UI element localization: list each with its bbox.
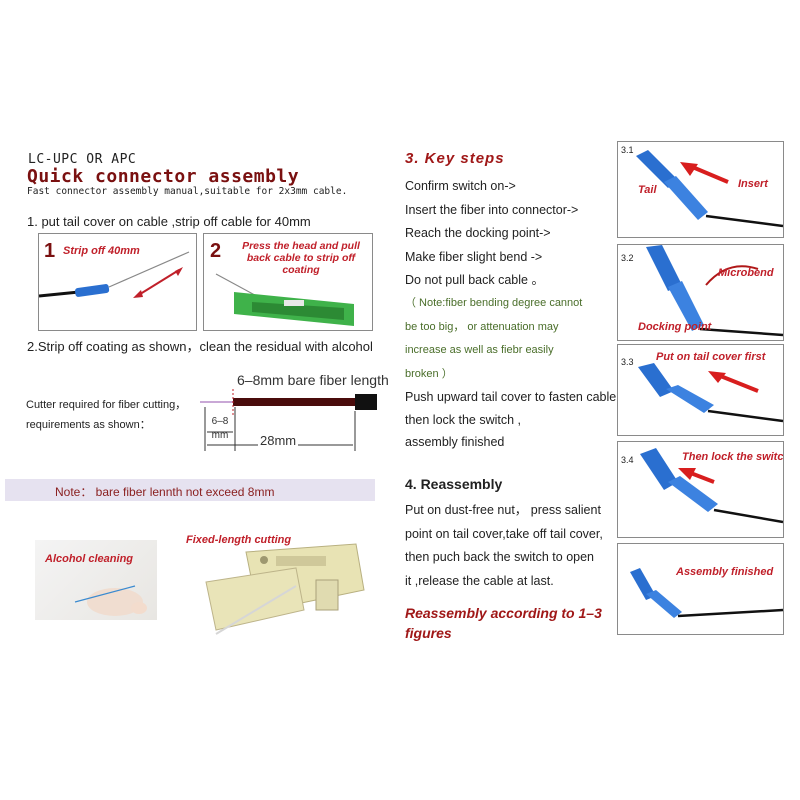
connector-finished-drawing (630, 568, 783, 618)
stripper-tool-drawing (215, 273, 354, 326)
panel-3-2-microbend: 3.2 Docking point Microbend (617, 244, 784, 341)
dimension-small-value: 6–8 (211, 416, 229, 427)
alcohol-cleaning-label: Alcohol cleaning (45, 553, 134, 565)
bending-note-line-3: increase as well as fiebr easily (405, 344, 554, 356)
push-line-1: Push upward tail cover to fasten cable, (405, 390, 620, 404)
panel-number: 3.2 (621, 253, 634, 263)
step-number-2: 2 (210, 240, 222, 262)
panel-label-microbend: Microbend (718, 267, 774, 279)
alcohol-cleaning-photo: Alcohol cleaning (35, 540, 157, 620)
panel-label-docking-point: Docking point (638, 321, 712, 333)
panel-3-3-tail-cover: 3.3 Put on tail cover first (617, 344, 784, 436)
panel-3-4-lock-switch: 3.4 Then lock the switch (617, 441, 784, 538)
cutter-requirement-line2: requirements as shown： (26, 419, 151, 431)
reassembly-line-2: point on tail cover,take off tail cover, (405, 526, 603, 541)
panel-assembly-finished: Assembly finished (617, 543, 784, 635)
push-line-3: assembly finished (405, 435, 505, 449)
note-bar: Note： bare fiber lennth not exceed 8mm (5, 479, 375, 501)
page-title: Quick connector assembly (27, 166, 300, 187)
step-number-1: 1 (44, 240, 56, 262)
bending-note: （ Note:fiber bending degree cannot be to… (405, 292, 582, 386)
step1-text: 1. put tail cover on cable ,strip off ca… (27, 214, 311, 229)
reassembly-line-3: then puch back the switch to open (405, 550, 595, 564)
panel-3-1-insert: 3.1 Tail Insert (617, 141, 784, 238)
connector-tail-cover-drawing (638, 363, 783, 423)
bending-note-line-4: broken ） (405, 367, 453, 380)
fiber-dimension-diagram (200, 389, 377, 451)
connector-lock-drawing (640, 448, 783, 524)
dimension-small-unit: mm (211, 430, 229, 441)
panel-label-insert: Insert (738, 178, 768, 190)
connector-type-label: LC-UPC OR APC (28, 152, 137, 167)
panel-number: 3.4 (621, 455, 634, 465)
reassembly-instructions: Put on dust-free nut， press salient poin… (405, 499, 603, 593)
reassembly-note-line-2: figures (405, 625, 452, 641)
fixed-length-cutting-photo: Fixed-length cutting (186, 530, 376, 635)
strip-caption: Strip off 40mm (63, 245, 140, 257)
dimension-total-length: 28mm (258, 433, 299, 448)
bending-note-line-1: （ Note:fiber bending degree cannot (405, 297, 583, 309)
note-text: Note： bare fiber lennth not exceed 8mm (55, 485, 275, 499)
key-step-4: Make fiber slight bend -> (405, 249, 543, 264)
connector-microbend-drawing (646, 245, 783, 337)
step2-text: 2.Strip off coating as shown，clean the r… (27, 339, 373, 354)
reassembly-title: 4. Reassembly (405, 476, 503, 492)
strip-coating-photo-2: 2 Press the head and pull back cable to … (203, 233, 373, 331)
bending-note-line-2: be too big， or attenuation may (405, 320, 559, 333)
panel-label-put-on-tail-cover: Put on tail cover first (656, 351, 766, 363)
key-steps-title: 3. Key steps (405, 150, 505, 167)
key-steps-list: Confirm switch on-> Insert the fiber int… (405, 175, 578, 293)
reassembly-note-line-1: Reassembly according to 1–3 (405, 605, 602, 621)
panel-label-tail: Tail (638, 184, 657, 196)
key-step-3: Reach the docking point-> (405, 226, 551, 240)
strip-tool-caption-line2: back cable to strip off (246, 252, 356, 264)
panel-number: 3.1 (621, 145, 634, 155)
key-step-2: Insert the fiber into connector-> (405, 202, 579, 217)
panel-number: 3.3 (621, 357, 634, 367)
key-step-1: Confirm switch on-> (405, 179, 516, 193)
push-instructions: Push upward tail cover to fasten cable, … (405, 386, 620, 454)
reassembly-line-1: Put on dust-free nut， press salient (405, 503, 601, 517)
panel-label-assembly-finished: Assembly finished (676, 566, 774, 578)
cutter-requirement-line1: Cutter required for fiber cutting， (26, 399, 187, 411)
push-line-2: then lock the switch , (405, 412, 522, 427)
reassembly-note: Reassembly according to 1–3 figures (405, 603, 602, 643)
strip-tool-caption-line3: coating (282, 264, 320, 276)
fixed-length-cutting-label: Fixed-length cutting (186, 534, 292, 546)
alcohol-swab-drawing (74, 585, 147, 616)
stripped-cable-drawing (39, 251, 190, 298)
panel-label-lock-switch: Then lock the switch (682, 451, 784, 463)
strip-cable-photo-1: 1 Strip off 40mm (38, 233, 197, 331)
key-step-5: Do not pull back cable 。 (405, 273, 544, 287)
bare-fiber-length-label: 6–8mm bare fiber length (237, 372, 389, 388)
cleaver-tool-drawing (205, 543, 365, 635)
strip-tool-caption-line1: Press the head and pull (242, 240, 360, 252)
subtitle: Fast connector assembly manual,suitable … (27, 186, 348, 197)
connector-insert-drawing (636, 150, 783, 228)
reassembly-line-4: it ,release the cable at last. (405, 573, 554, 588)
